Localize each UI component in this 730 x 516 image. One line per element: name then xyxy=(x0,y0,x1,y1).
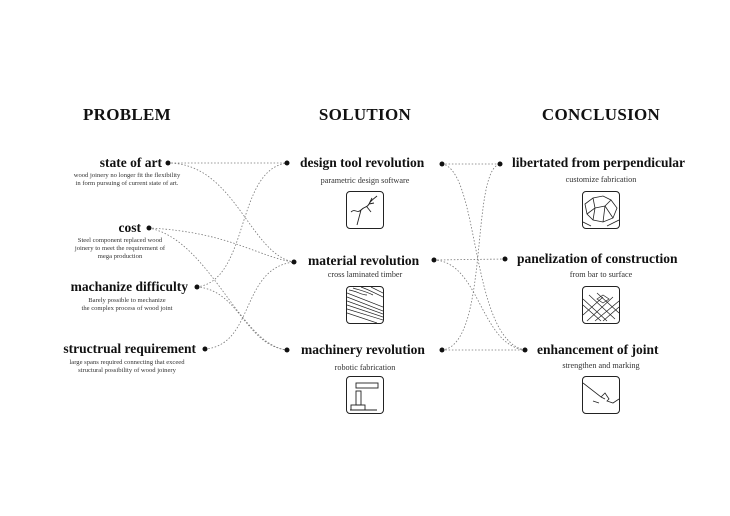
joint-marking-icon xyxy=(582,376,620,414)
panel-grid-icon xyxy=(582,286,620,324)
conclusion-desc: from bar to surface xyxy=(569,270,633,279)
conclusion-title: libertated from perpendicular xyxy=(512,155,685,170)
problem-title: machanize difficulty xyxy=(70,279,188,294)
problem-desc: wood joinery no longer fit the flexibili… xyxy=(74,172,181,188)
connector-dot xyxy=(439,347,445,353)
problem-desc: large spans required connecting that exc… xyxy=(69,359,184,375)
connector-dot xyxy=(194,284,200,290)
desc-line: joinery to meet the requirement of xyxy=(74,245,166,253)
heading-conclusion: CONCLUSION xyxy=(541,105,661,124)
conclusion-desc: customize fabrication xyxy=(565,175,637,184)
link-machanize-machinery xyxy=(196,286,288,351)
link-machinery-libertated xyxy=(441,163,501,351)
link-cost-machinery xyxy=(148,227,288,351)
link-cost-material xyxy=(148,227,295,263)
connector-dot xyxy=(502,256,508,262)
solution-desc: robotic fabrication xyxy=(334,363,396,372)
solution-desc: parametric design software xyxy=(320,176,410,185)
connector-dot xyxy=(165,160,171,166)
solution-title: material revolution xyxy=(308,253,420,268)
problem-title: structrual requirement xyxy=(63,341,196,356)
link-material-enhancement xyxy=(433,259,526,351)
solution-desc: cross laminated timber xyxy=(327,270,403,279)
conclusion-title: enhancement of joint xyxy=(537,342,659,357)
connector-dot xyxy=(202,346,208,352)
desc-line: large spans required connecting that exc… xyxy=(69,359,185,366)
desc-line: Steel component replaced wood xyxy=(77,237,163,244)
conclusion-title: panelization of construction xyxy=(517,251,678,266)
desc-line: the complex process of wood joint xyxy=(81,305,173,313)
desc-line: wood joinery no longer fit the flexibili… xyxy=(73,172,181,179)
connector-dot xyxy=(291,259,297,265)
problem-title: cost xyxy=(118,220,142,235)
heading-solution: SOLUTION xyxy=(318,105,412,124)
link-material-panelization xyxy=(433,258,506,261)
solution-title: design tool revolution xyxy=(300,155,425,170)
desc-line: mega production xyxy=(97,253,143,261)
conclusion-desc: strengthen and marking xyxy=(562,361,640,370)
desc-line: in form pursuing of current state of art… xyxy=(75,180,179,188)
voronoi-pattern-icon xyxy=(582,191,620,229)
heading-problem: PROBLEM xyxy=(82,105,172,124)
connector-dot xyxy=(497,161,503,167)
problem-title: state of art xyxy=(99,155,162,170)
timber-layers-icon xyxy=(346,286,384,324)
link-design-enhancement xyxy=(441,163,526,351)
connector-dot xyxy=(284,160,290,166)
parametric-curve-icon xyxy=(346,191,384,229)
link-state-material xyxy=(167,162,295,263)
link-structural-material xyxy=(204,261,295,350)
connector-dot xyxy=(146,225,152,231)
connector-dot xyxy=(522,347,528,353)
connector-dot xyxy=(439,161,445,167)
robot-arm-icon xyxy=(346,376,384,414)
desc-line: structural possibility of wood joinery xyxy=(78,367,176,375)
link-machanize-design xyxy=(196,162,288,288)
desc-line: Barely possible to mechanize xyxy=(88,297,166,304)
problem-desc: Barely possible to mechanize the complex… xyxy=(81,297,172,313)
connector-dot xyxy=(431,257,437,263)
connector-dot xyxy=(284,347,290,353)
solution-title: machinery revolution xyxy=(301,342,425,357)
problem-desc: Steel component replaced wood joinery to… xyxy=(75,237,165,262)
